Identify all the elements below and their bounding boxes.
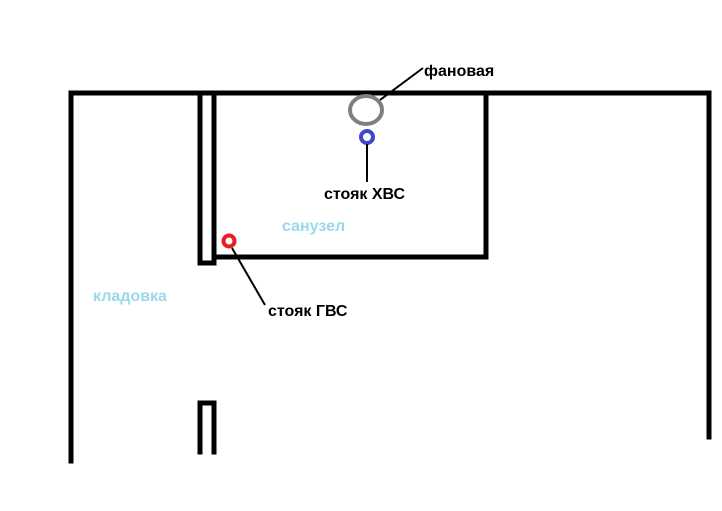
fan-pipe-leader [379, 67, 424, 101]
hot-riser-label: стояк ГВС [268, 303, 348, 320]
cold-riser-icon [359, 129, 375, 145]
cold-riser-label: стояк ХВС [324, 186, 405, 203]
walls [68, 90, 712, 464]
pantry-partition-lower [197, 400, 217, 455]
pantry-label: кладовка [93, 288, 167, 305]
fan-pipe-icon [348, 94, 384, 126]
leader-lines [231, 67, 424, 306]
bathroom-label: санузел [282, 218, 345, 235]
hot-riser-icon [221, 233, 237, 249]
pantry-partition-upper [197, 90, 217, 266]
fan-pipe-label: фановая [424, 63, 494, 80]
hot-riser-leader [231, 247, 266, 306]
